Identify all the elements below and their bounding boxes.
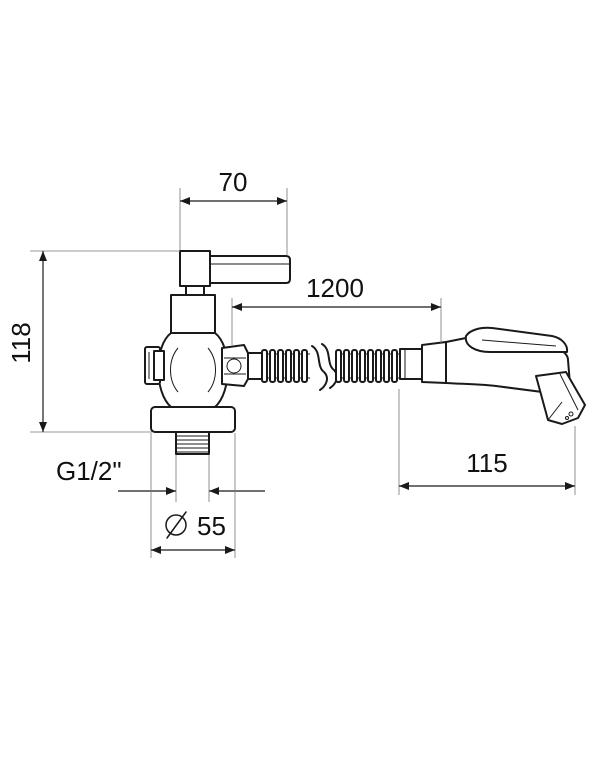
hose-rib [391,349,398,383]
spray-head [445,326,586,425]
hose-rib [301,349,308,383]
side-cap [144,346,165,385]
hose-rib [367,349,374,383]
hose-rib [277,349,284,383]
flexible-hose [247,341,447,391]
valve-bonnet [170,294,216,334]
dim-label-115: 115 [466,448,507,478]
dim-label-70: 70 [219,167,248,197]
hose-rib [261,349,268,383]
base-flange [150,406,236,433]
dimension-spray-length: 115 [398,389,576,495]
threaded-connector [175,431,210,455]
diameter-symbol [165,511,187,539]
hose-rib [335,349,342,383]
hose-rib [383,349,390,383]
dimension-total-height: 118 [6,250,180,433]
hose-rib [359,349,366,383]
dimension-thread: G1/2" [56,455,265,502]
valve-body [157,332,229,408]
hose-rib [293,349,300,383]
dimension-diameter: 55 [150,433,236,558]
lever-handle [179,250,291,296]
dim-label-thread: G1/2" [56,456,122,486]
hose-rib [285,349,292,383]
dim-label-118: 118 [6,322,36,363]
hose-rib [269,349,276,383]
dimension-hose-length: 1200 [231,273,442,345]
hose-rib [351,349,358,383]
valve-assembly [144,250,291,455]
dim-label-55: 55 [197,511,226,541]
outlet-nut [221,344,249,387]
dim-label-1200: 1200 [306,273,364,303]
hose-rib [343,349,350,383]
hose-rib [375,349,382,383]
dimension-handle-width: 70 [179,167,288,255]
